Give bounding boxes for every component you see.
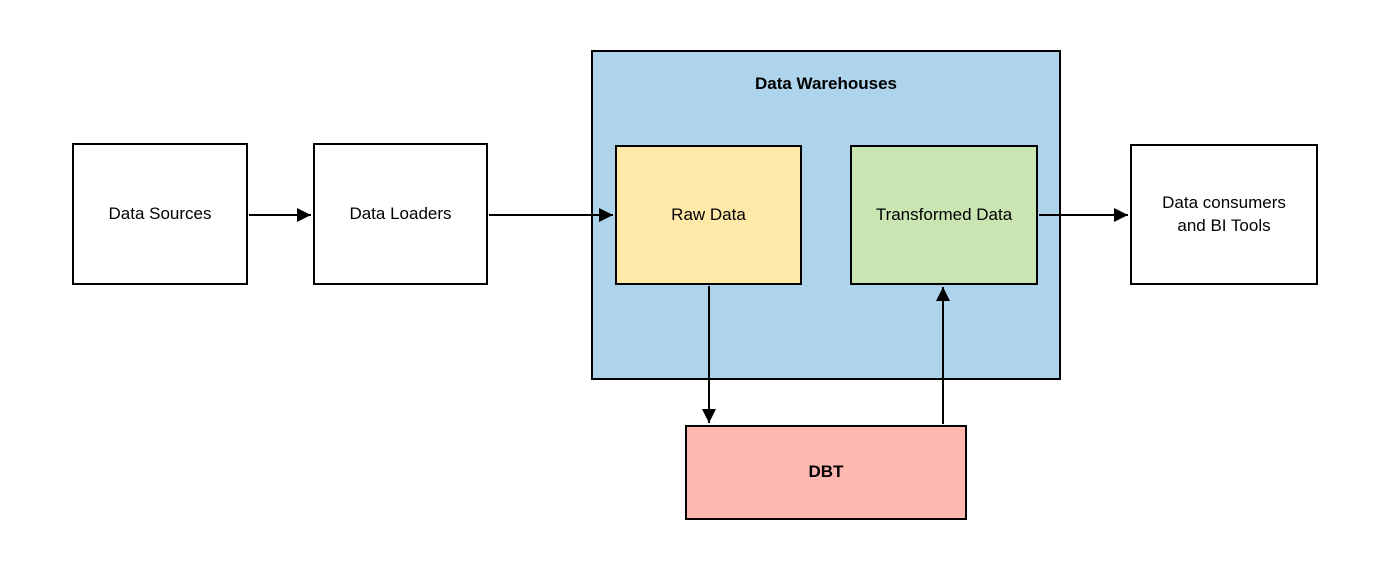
- node-data-sources: Data Sources: [72, 143, 248, 285]
- node-data-warehouses-label: Data Warehouses: [754, 74, 898, 93]
- node-data-sources-label: Data Sources: [108, 203, 212, 223]
- node-transformed-data-label: Transformed Data: [875, 204, 1013, 224]
- node-data-consumers-label-line1: Data consumers: [1162, 193, 1286, 213]
- node-dbt: DBT: [685, 425, 967, 520]
- node-data-consumers-label-line2: and BI Tools: [1177, 215, 1271, 235]
- node-data-loaders-label: Data Loaders: [349, 203, 452, 223]
- node-data-loaders: Data Loaders: [313, 143, 488, 285]
- node-transformed-data: Transformed Data: [850, 145, 1038, 285]
- node-raw-data: Raw Data: [615, 145, 802, 285]
- node-data-consumers: Data consumers and BI Tools: [1130, 144, 1318, 285]
- node-dbt-label: DBT: [808, 462, 844, 482]
- node-raw-data-label: Raw Data: [671, 204, 746, 224]
